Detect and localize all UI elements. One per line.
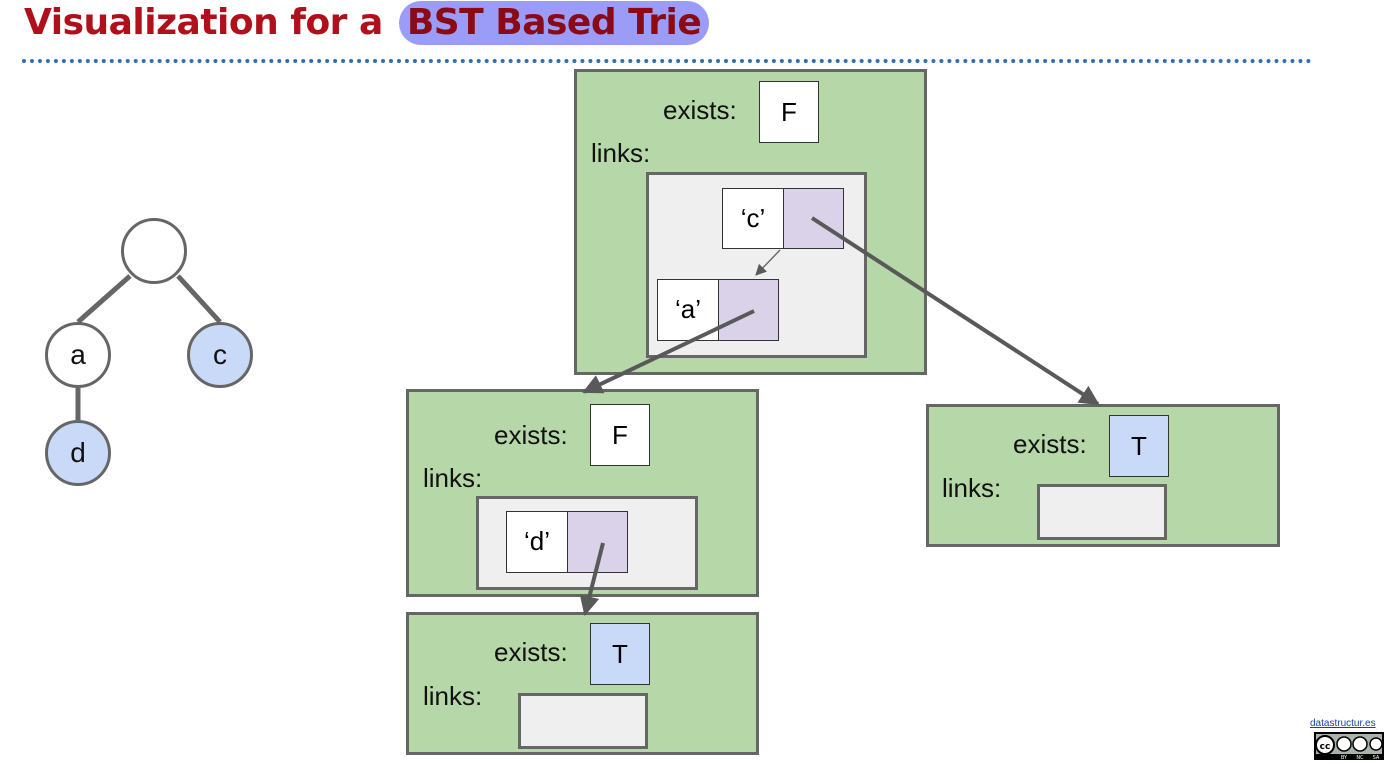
tree-edge-root-c <box>176 274 222 324</box>
exists-value: T <box>590 623 650 685</box>
links-empty <box>1037 484 1167 540</box>
arrow-c-left-child <box>755 249 781 276</box>
svg-text:BY: BY <box>1341 755 1348 760</box>
trie-node-d: exists: T links: <box>406 612 759 755</box>
bst-key-c: ‘c’ <box>722 188 784 249</box>
title-divider <box>22 59 1312 63</box>
site-link[interactable]: datastructur.es <box>1310 718 1376 729</box>
exists-value: T <box>1109 415 1169 477</box>
links-empty <box>518 693 648 749</box>
svg-text:cc: cc <box>1320 742 1331 752</box>
exists-label: exists: <box>494 420 568 450</box>
exists-value: F <box>759 81 819 143</box>
links-label: links: <box>423 463 483 493</box>
tree-node-d: d <box>45 420 111 486</box>
links-label: links: <box>942 473 1002 503</box>
title-highlight: BST Based Trie <box>398 1 710 45</box>
tree-node-c: c <box>187 322 253 388</box>
slide-title: Visualization for a BST Based Trie <box>24 0 710 50</box>
trie-node-c: exists: T links: <box>926 404 1280 547</box>
tree-root-node <box>121 218 187 284</box>
links-label: links: <box>591 138 651 168</box>
links-label: links: <box>423 681 483 711</box>
trie-node-root: exists: F links: ‘c’ ‘a’ <box>574 69 927 375</box>
exists-value: F <box>590 404 650 466</box>
svg-text:SA: SA <box>1373 755 1380 760</box>
exists-label: exists: <box>494 637 568 667</box>
arrow-a-to-node-a <box>582 309 755 394</box>
license-badge: datastructur.es cc BY NC SA <box>1310 718 1384 762</box>
title-prefix: Visualization for a <box>24 2 383 43</box>
links-bst: ‘d’ <box>476 496 698 590</box>
exists-label: exists: <box>1013 429 1087 459</box>
svg-text:NC: NC <box>1356 755 1364 760</box>
bst-link-a <box>718 279 779 341</box>
exists-label: exists: <box>663 95 737 125</box>
arrow-c-to-node-c <box>810 216 1100 406</box>
trie-node-a: exists: F links: ‘d’ <box>406 389 759 597</box>
tree-node-a: a <box>45 322 111 388</box>
tree-edge-root-a <box>76 274 132 324</box>
cc-license-icon: cc BY NC SA <box>1314 732 1384 760</box>
arrow-d-to-node-d <box>579 542 605 616</box>
